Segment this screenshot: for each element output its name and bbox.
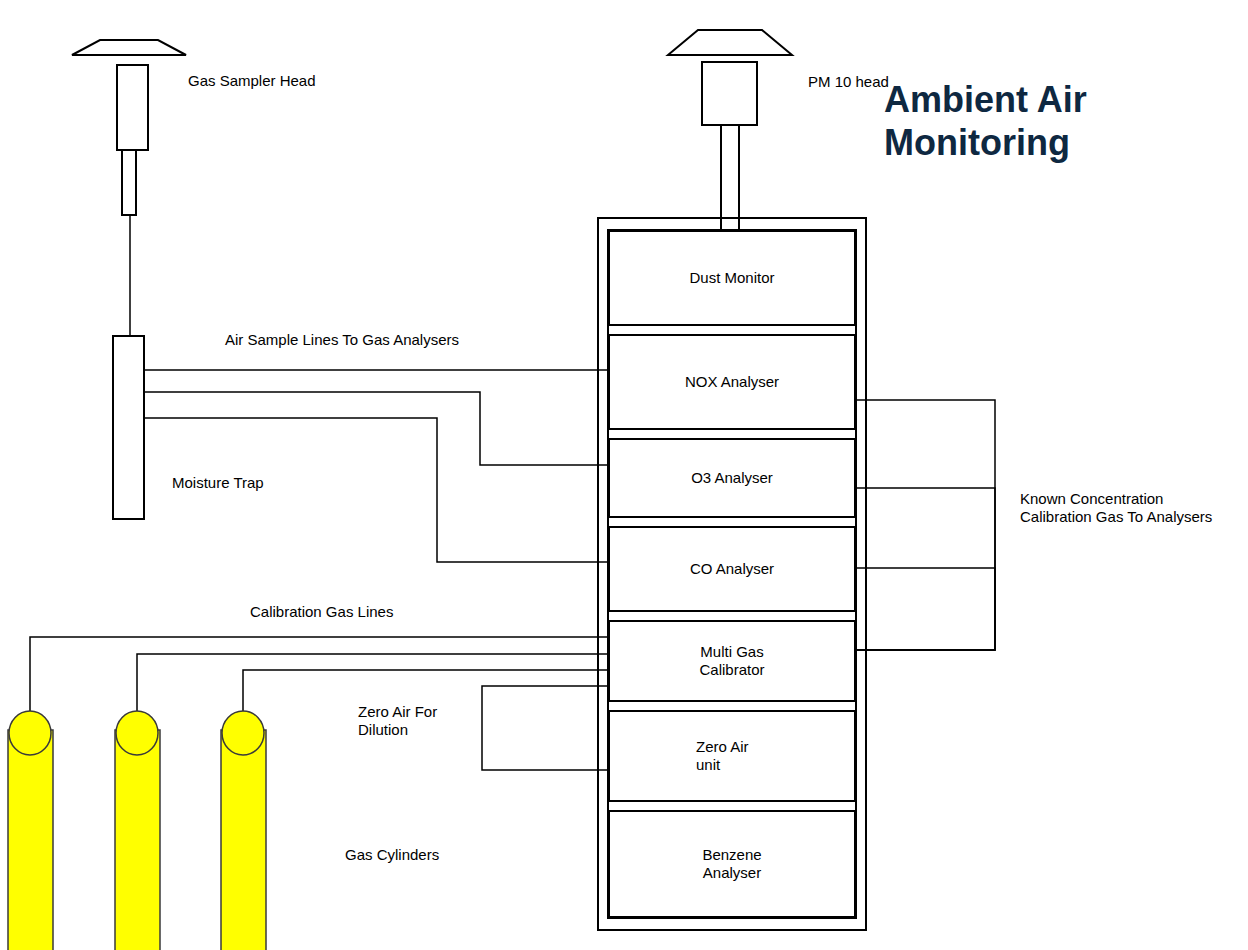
analyser-box: Benzene Analyser [608, 810, 856, 918]
calibration-gas-line [30, 637, 608, 712]
sampler-tube [122, 150, 136, 215]
node-text: Benzene Analyser [687, 846, 777, 882]
sampler-hat [72, 40, 186, 55]
analyser-box: O3 Analyser [608, 438, 856, 518]
part-label: Gas Sampler Head [188, 72, 316, 90]
pm10-tube [721, 125, 739, 230]
gas-cylinder [221, 730, 266, 950]
cylinder-valve [9, 711, 51, 755]
node-text: Multi Gas Calibrator [686, 643, 778, 679]
part-label: PM 10 head [808, 73, 889, 91]
sampler-body [117, 65, 148, 150]
node-text: O3 Analyser [691, 469, 773, 487]
diagram-title: Ambient Air Monitoring [884, 78, 1224, 164]
node-text: CO Analyser [690, 560, 774, 578]
node-text: Zero Air unit [696, 738, 768, 774]
line-label: Known Concentration Calibration Gas To A… [1020, 490, 1225, 526]
connector-line [145, 418, 608, 562]
part-label: Gas Cylinders [345, 846, 439, 864]
line-label: Calibration Gas Lines [250, 603, 393, 621]
node-text: Moisture Trap [172, 474, 264, 492]
gas-cylinder [115, 730, 160, 950]
connector-line [856, 568, 995, 650]
sampler-line [129, 215, 131, 335]
cylinder-valve [222, 711, 264, 755]
cylinder-valve [116, 711, 158, 755]
connector-line [856, 488, 995, 650]
rack-outer [598, 218, 866, 930]
pm10-hat [668, 30, 792, 55]
line-label: Air Sample Lines To Gas Analysers [225, 331, 459, 349]
gas-cylinder [8, 730, 53, 950]
line-label: Zero Air For Dilution [358, 703, 450, 739]
connector-line [145, 369, 608, 371]
dust-monitor: Dust Monitor [608, 230, 856, 326]
rack-inner [608, 230, 856, 918]
moisture-trap: Moisture Trap [112, 335, 145, 520]
pm10-body [702, 62, 757, 125]
node-text: NOX Analyser [685, 373, 779, 391]
connector-line [482, 686, 608, 770]
node-text: Dust Monitor [689, 269, 774, 287]
connector-line [145, 392, 608, 465]
analyser-box: NOX Analyser [608, 334, 856, 430]
calibrator-box: Multi Gas Calibrator [608, 620, 856, 702]
analyser-box: CO Analyser [608, 526, 856, 612]
zero-air-box: Zero Air unit [608, 710, 856, 802]
connector-line [856, 400, 995, 650]
